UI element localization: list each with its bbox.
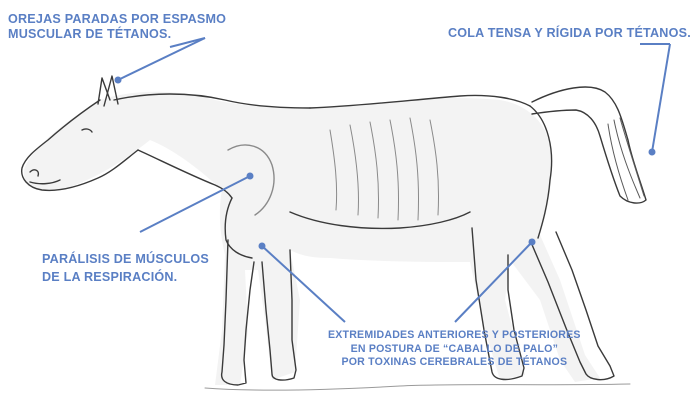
pointer-front-legs-dot (258, 242, 266, 250)
horse-shoulder (227, 144, 275, 216)
pointer-ears-underline (169, 37, 206, 48)
pointer-tail-dot (648, 148, 656, 156)
label-respiration-line-1: PARÁLISIS DE MÚSCULOS (42, 252, 209, 266)
label-tail: COLA TENSA Y RÍGIDA POR TÉTANOS. (448, 26, 691, 41)
pointer-front-legs-line (261, 245, 346, 323)
horse-head (21, 99, 139, 192)
pointer-ears-line (117, 37, 206, 81)
horse-hind-leg-far (471, 227, 525, 381)
label-legs-line-1: EXTREMIDADES ANTERIORES Y POSTERIORES (328, 329, 581, 341)
horse-mouth (29, 179, 61, 185)
label-ears-line-2: MUSCULAR DE TÉTANOS. (8, 26, 172, 41)
ground-shadow (204, 383, 631, 391)
label-respiration: PARÁLISIS DE MÚSCULOS DE LA RESPIRACIÓN. (42, 250, 209, 287)
pointer-respiration-dot (246, 172, 254, 180)
horse-body-shade (23, 91, 601, 385)
pointer-respiration-line (139, 175, 251, 233)
horse-rump (529, 105, 553, 239)
label-tail-line-1: COLA TENSA Y RÍGIDA POR TÉTANOS. (448, 26, 691, 40)
horse-rib-lines (329, 117, 440, 221)
horse-ear-back (103, 75, 119, 107)
pointer-tail-line (651, 43, 671, 153)
pointer-ears-dot (114, 76, 122, 84)
horse-eye (81, 128, 93, 133)
label-legs: EXTREMIDADES ANTERIORES Y POSTERIORES EN… (328, 329, 581, 370)
label-legs-line-3: POR TOXINAS CEREBRALES DE TÉTANOS (341, 356, 568, 369)
label-ears-line-1: OREJAS PARADAS POR ESPASMO (8, 12, 227, 26)
label-legs-line-2: EN POSTURA DE “CABALLO DE PALO” (350, 342, 559, 355)
pointer-hind-legs-dot (528, 238, 536, 246)
horse-nostril (29, 169, 40, 177)
horse-hind-leg-near (529, 231, 615, 381)
annotation-pointers (114, 37, 671, 323)
horse-tail-hair (607, 117, 645, 201)
horse-chest (224, 197, 253, 259)
horse-neck-bottom (137, 149, 233, 199)
horse-drawing (21, 75, 647, 391)
label-respiration-line-2: DE LA RESPIRACIÓN. (42, 270, 178, 285)
horse-tail (531, 86, 647, 204)
label-ears: OREJAS PARADAS POR ESPASMO MUSCULAR DE T… (8, 12, 226, 42)
horse-front-leg-near (220, 239, 255, 386)
pointer-hind-legs-line (454, 241, 533, 323)
horse-neck-top (113, 93, 311, 109)
horse-belly (289, 211, 471, 230)
horse-front-leg-far (261, 249, 297, 381)
horse-back (309, 94, 531, 109)
